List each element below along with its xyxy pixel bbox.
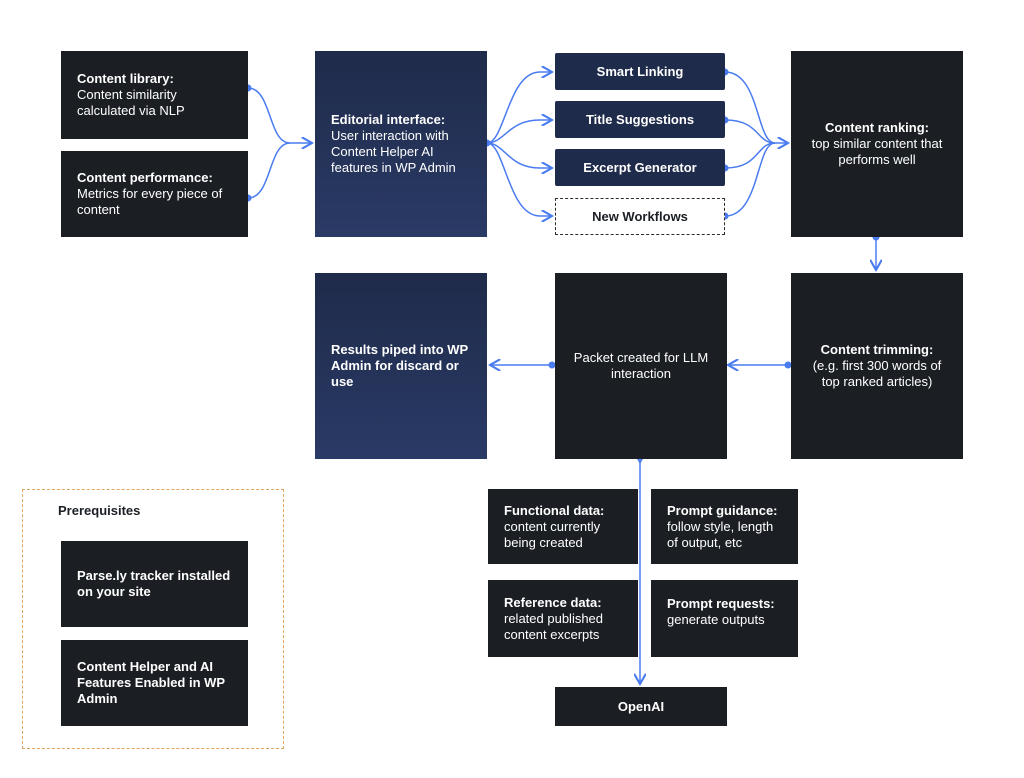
reference-data-desc: related published content excerpts [504, 610, 604, 642]
editorial-interface-desc: User interaction with Content Helper AI … [331, 128, 456, 175]
prerequisites-container [22, 489, 284, 749]
prompt-requests-desc: generate outputs [667, 612, 765, 627]
openai-label: OpenAI [617, 698, 665, 714]
prereq-item-ai-features: Content Helper and AI Features Enabled i… [61, 640, 248, 726]
new-workflows-pill: New Workflows [555, 198, 725, 235]
new-workflows-label: New Workflows [592, 209, 688, 224]
excerpt-generator-label: Excerpt Generator [583, 159, 697, 175]
functional-data-title: Functional data: [504, 502, 605, 518]
prompt-guidance-title: Prompt guidance: [667, 502, 778, 518]
llm-packet-box: Packet created for LLM interaction [555, 273, 727, 459]
prereq-item-label: Parse.ly tracker installed on your site [77, 568, 231, 599]
connector-library-to-editorial [247, 87, 312, 143]
content-ranking-title: Content ranking: [825, 120, 929, 135]
content-performance-box: Content performance: Metrics for every p… [61, 151, 248, 237]
content-trimming-desc: (e.g. first 300 words of top ranked arti… [812, 358, 942, 389]
content-ranking-desc: top similar content that performs well [811, 136, 943, 167]
reference-data-box: Reference data: related published conten… [488, 580, 638, 657]
title-suggestions-label: Title Suggestions [585, 111, 695, 127]
content-library-title: Content library: [77, 71, 174, 86]
editorial-interface-title: Editorial interface: [331, 112, 446, 127]
content-trimming-title: Content trimming: [820, 342, 934, 357]
prereq-item-parsely-tracker: Parse.ly tracker installed on your site [61, 541, 248, 627]
llm-packet-desc: Packet created for LLM interaction [573, 350, 709, 381]
content-ranking-box: Content ranking: top similar content tha… [791, 51, 963, 237]
connector-smart-linking-to-ranking [724, 71, 788, 143]
results-box: Results piped into WP Admin for discard … [315, 273, 487, 459]
connector-to-title-suggestions [486, 120, 552, 144]
content-library-desc: Content similarity calculated via NLP [77, 87, 185, 118]
connector-excerpt-generator-to-ranking [724, 142, 776, 169]
prompt-requests-title: Prompt requests: [667, 596, 775, 611]
content-library-box: Content library: Content similarity calc… [61, 51, 248, 139]
connector-title-suggestions-to-ranking [724, 119, 776, 144]
results-title: Results piped into WP Admin for discard … [331, 342, 468, 389]
prompt-guidance-box: Prompt guidance: follow style, length of… [651, 489, 798, 564]
connector-to-smart-linking [486, 72, 552, 144]
functional-data-desc: content currently being created [504, 518, 601, 550]
prompt-guidance-desc: follow style, length of output, etc [667, 518, 774, 550]
reference-data-title: Reference data: [504, 594, 602, 610]
smart-linking-label: Smart Linking [596, 63, 684, 79]
content-performance-title: Content performance: [77, 170, 213, 185]
functional-data-box: Functional data: content currently being… [488, 489, 638, 564]
openai-box: OpenAI [555, 687, 727, 726]
content-performance-desc: Metrics for every piece of content [77, 186, 223, 217]
content-trimming-box: Content trimming: (e.g. first 300 words … [791, 273, 963, 459]
connector-to-excerpt-generator [486, 142, 552, 168]
connector-performance-to-editorial [247, 142, 291, 199]
smart-linking-pill: Smart Linking [555, 53, 725, 90]
title-suggestions-pill: Title Suggestions [555, 101, 725, 138]
connector-to-new-workflows [486, 142, 552, 216]
prereq-item-label: Content Helper and AI Features Enabled i… [77, 659, 225, 706]
prompt-requests-box: Prompt requests: generate outputs [651, 580, 798, 657]
editorial-interface-box: Editorial interface: User interaction wi… [315, 51, 487, 237]
excerpt-generator-pill: Excerpt Generator [555, 149, 725, 186]
prerequisites-title: Prerequisites [58, 503, 141, 518]
connector-new-workflows-to-ranking [724, 142, 776, 217]
